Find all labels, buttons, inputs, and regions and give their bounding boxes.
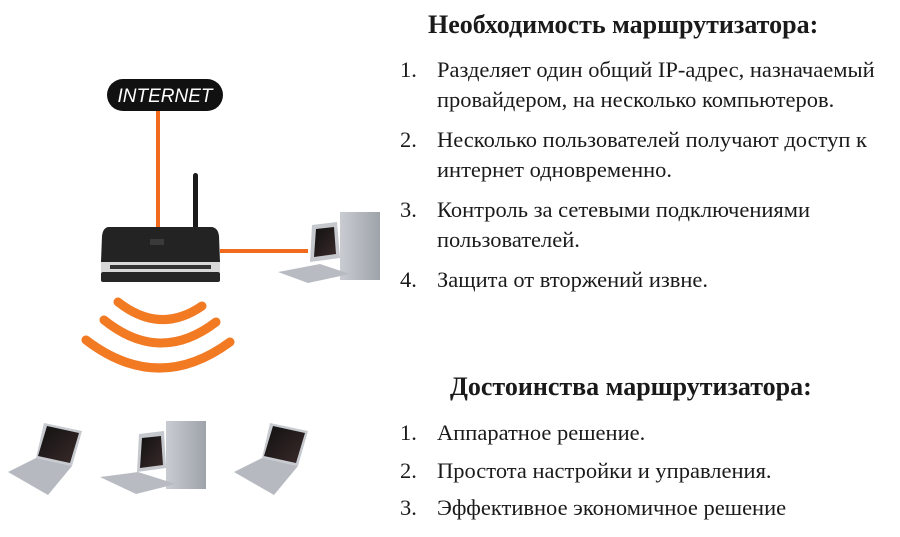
list-item: 2.Простота настройки и управления.: [400, 457, 772, 483]
router-icon: [101, 173, 220, 282]
advantages-list: 1.Аппаратное решение. 2.Простота настрой…: [400, 418, 895, 531]
internet-cloud-icon: INTERNET: [107, 79, 223, 111]
desktop-computer-icon: [278, 212, 380, 283]
laptop-icon: [234, 423, 308, 495]
list-item: 2.Несколько пользователей получают досту…: [400, 127, 867, 182]
list-item: 4.Защита от вторжений извне.: [400, 267, 709, 292]
list-item: 1.Разделяет один общий IP-адрес, назнача…: [400, 57, 875, 112]
need-list: 1.Разделяет один общий IP-адрес, назнача…: [400, 55, 895, 305]
advantages-heading: Достоинства маршрутизатора:: [450, 372, 812, 401]
desktop-computer-icon: [100, 421, 206, 494]
list-item: 1.Аппаратное решение.: [400, 420, 646, 445]
svg-text:INTERNET: INTERNET: [118, 86, 214, 107]
need-heading: Необходимость маршрутизатора:: [428, 10, 819, 39]
wireless-signal-icon: [81, 297, 235, 373]
list-item: 3.Контроль за сетевыми подключениями пол…: [400, 197, 811, 252]
laptop-icon: [8, 423, 82, 495]
list-item: 3.Эффективное экономичное решение: [400, 495, 787, 520]
